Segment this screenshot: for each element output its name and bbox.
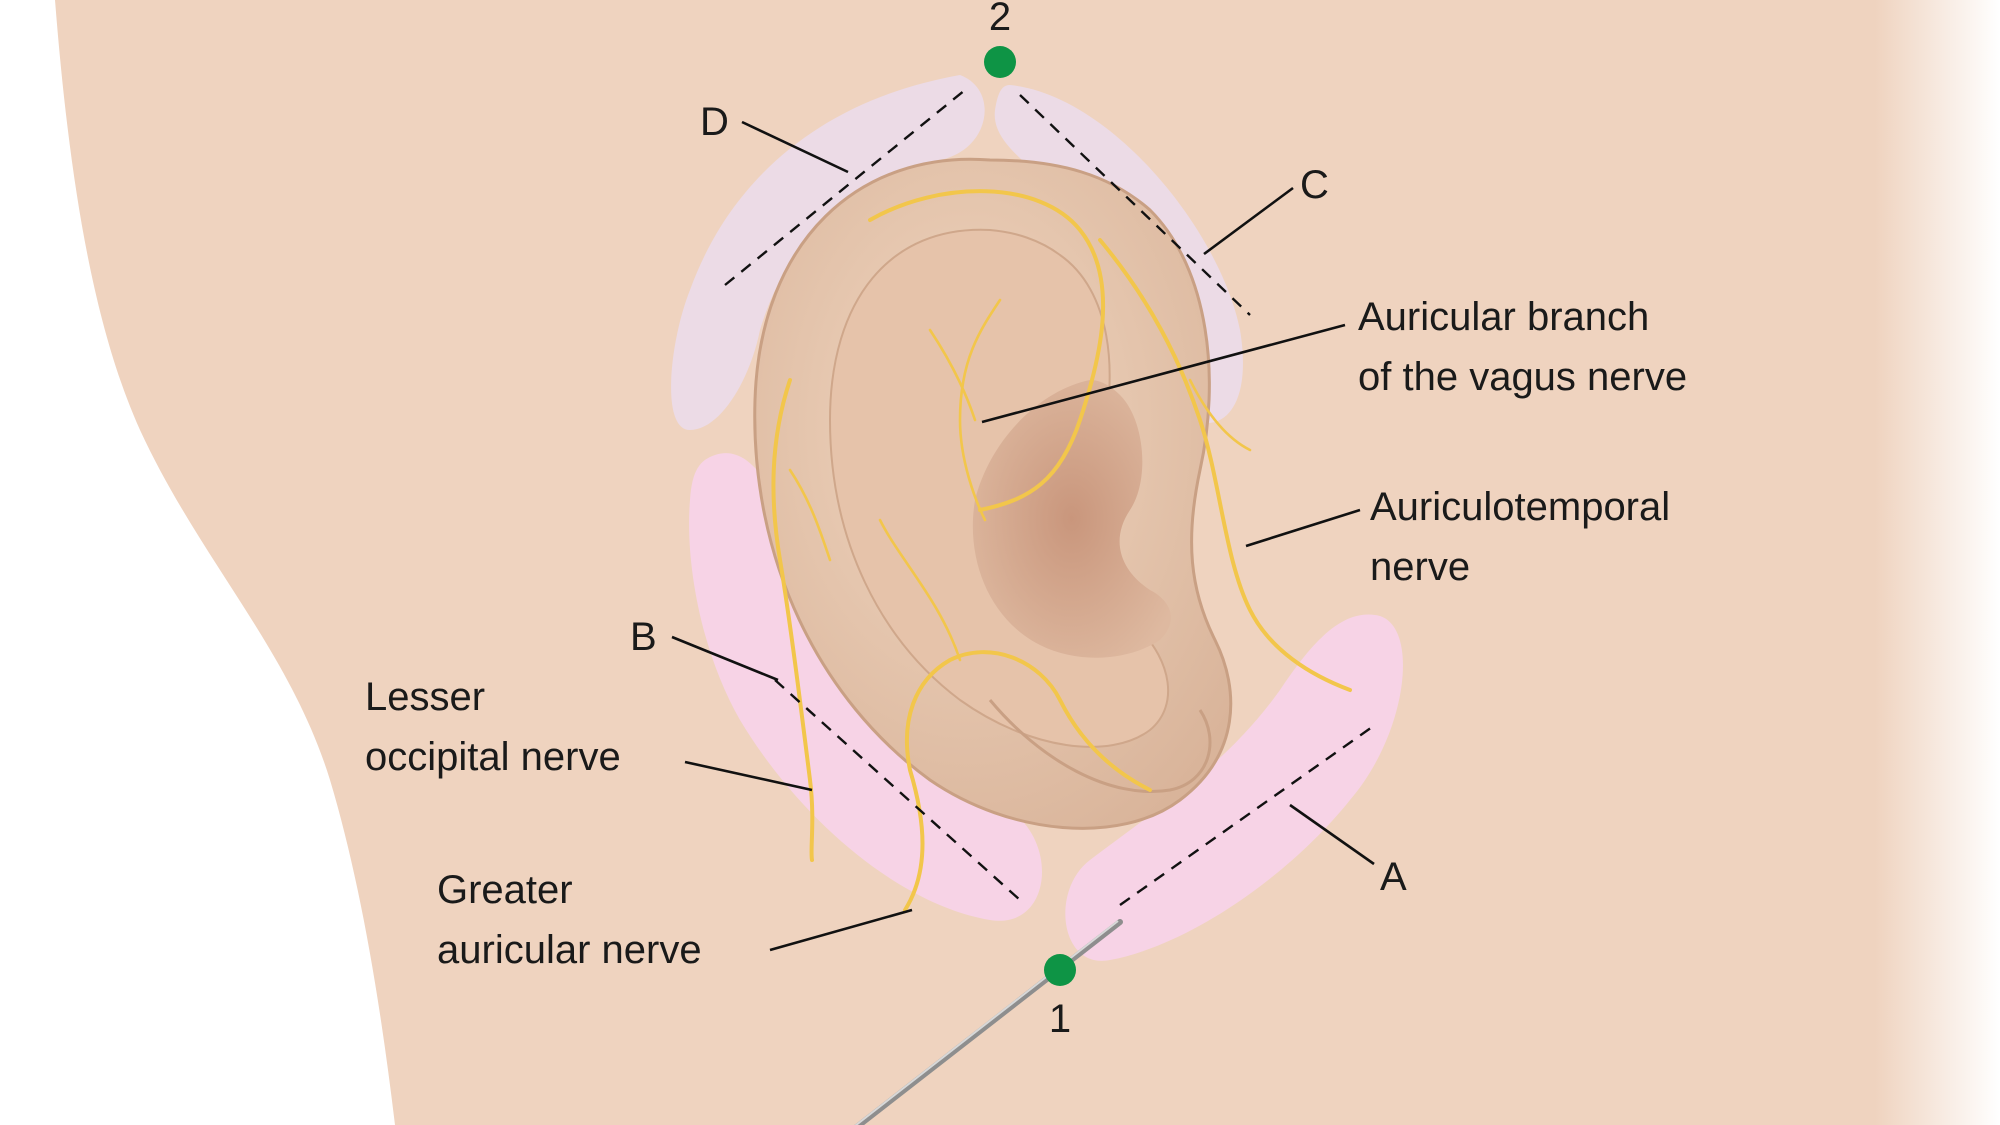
vagus-nerve-path xyxy=(868,189,1106,512)
ear-lobe xyxy=(988,699,1212,793)
needle-highlight xyxy=(854,920,1119,1125)
lesser-occipital-leader xyxy=(684,760,813,792)
injection-point-1 xyxy=(1044,954,1076,986)
auriculotemporal-label-line1: Auriculotemporal xyxy=(1370,485,1670,529)
zone-label-a: A xyxy=(1380,855,1407,899)
zone-a-area xyxy=(1065,614,1403,961)
auriculotemporal-leader xyxy=(1245,508,1361,548)
zone-d-line xyxy=(724,89,966,286)
zone-b-leader xyxy=(671,635,779,682)
skin-fade xyxy=(1500,0,2000,1125)
lesser-occipital-label-line2: occipital nerve xyxy=(365,735,621,779)
auriculotemporal-nerve-path xyxy=(1098,238,1352,692)
zone-d-leader xyxy=(741,120,849,174)
injection-point-2 xyxy=(984,46,1016,78)
vagus-label-line1: Auricular branch xyxy=(1358,295,1649,339)
zone-c-line xyxy=(1019,94,1251,316)
vagus-nerve-branch xyxy=(958,298,1002,522)
lesser-occipital-label-line1: Lesser xyxy=(365,675,485,719)
vagus-label-line2: of the vagus nerve xyxy=(1358,355,1687,399)
zone-a-line xyxy=(1119,724,1376,906)
zone-b-area xyxy=(689,453,1043,921)
point-label-1: 1 xyxy=(1049,997,1071,1041)
greater-auricular-leader xyxy=(769,908,913,952)
needle xyxy=(854,919,1123,1125)
ear-concha xyxy=(972,380,1171,658)
zone-c-leader xyxy=(1203,186,1294,256)
lesser-occipital-branch xyxy=(788,468,832,562)
lesser-occipital-nerve-path xyxy=(771,378,815,862)
greater-auricular-label-line2: auricular nerve xyxy=(437,928,702,972)
point-label-2: 2 xyxy=(989,0,1011,39)
greater-auricular-branch xyxy=(878,518,962,662)
auriculotemporal-branch xyxy=(1188,378,1252,452)
zone-label-c: C xyxy=(1300,163,1329,207)
zone-label-b: B xyxy=(630,615,657,659)
zone-b-line xyxy=(774,679,1021,901)
greater-auricular-label-line1: Greater xyxy=(437,868,573,912)
auriculotemporal-label-line2: nerve xyxy=(1370,545,1470,589)
vagus-nerve-branch-2 xyxy=(928,328,977,422)
zone-label-d: D xyxy=(700,100,729,144)
greater-auricular-nerve-path xyxy=(903,650,1152,912)
zone-a-leader xyxy=(1289,803,1375,866)
zone-d-area xyxy=(671,75,985,430)
vagus-leader xyxy=(981,323,1346,424)
